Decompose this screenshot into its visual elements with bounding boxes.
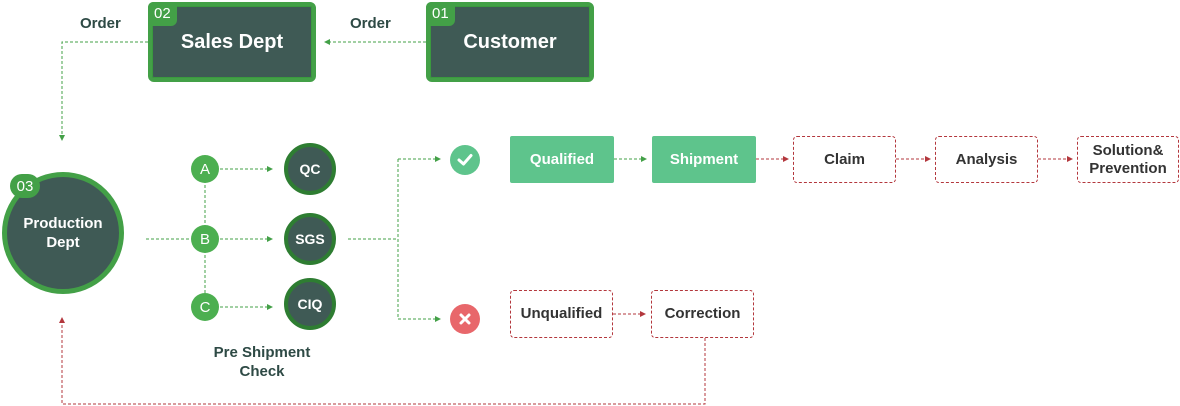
branch-c-badge: C: [191, 293, 219, 321]
order-label-left: Order: [80, 15, 121, 32]
qc-check-node: QC: [284, 143, 336, 195]
sales-dept-number: 02: [148, 2, 177, 26]
branch-a-badge: A: [191, 155, 219, 183]
customer-node: 01 Customer: [426, 2, 594, 82]
customer-label: Customer: [463, 30, 557, 53]
cross-icon: [450, 304, 480, 334]
checkmark-icon: [450, 145, 480, 175]
analysis-step: Analysis: [935, 136, 1038, 183]
sales-dept-node: 02 Sales Dept: [148, 2, 316, 82]
unqualified-step: Unqualified: [510, 290, 613, 338]
solution-prevention-step: Solution& Prevention: [1077, 136, 1179, 183]
qualified-step: Qualified: [510, 136, 614, 183]
sgs-check-node: SGS: [284, 213, 336, 265]
pre-shipment-check-caption: Pre Shipment Check: [213, 344, 311, 380]
production-dept-label: Production Dept: [23, 215, 103, 251]
branch-b-badge: B: [191, 225, 219, 253]
solution-prevention-label: Solution& Prevention: [1089, 141, 1167, 177]
customer-number: 01: [426, 2, 455, 26]
correction-step: Correction: [651, 290, 754, 338]
sales-dept-label: Sales Dept: [180, 30, 284, 53]
production-dept-number: 03: [10, 174, 40, 198]
shipment-step: Shipment: [652, 136, 756, 183]
ciq-check-node: CIQ: [284, 278, 336, 330]
order-label-right: Order: [350, 15, 391, 32]
claim-step: Claim: [793, 136, 896, 183]
